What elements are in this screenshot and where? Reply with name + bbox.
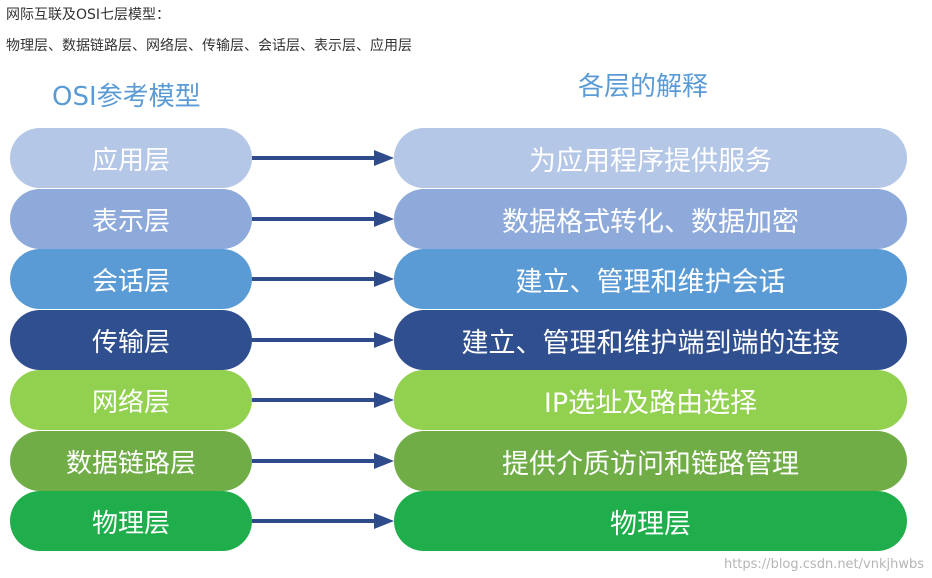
layer-name-pill: 会话层 xyxy=(10,249,252,309)
layer-row: 网络层 IP选址及路由选择 xyxy=(0,370,932,430)
layer-row: 传输层 建立、管理和维护端到端的连接 xyxy=(0,310,932,370)
layer-name-pill: 表示层 xyxy=(10,189,252,249)
arrow-right-icon xyxy=(252,513,394,529)
arrow-right-icon xyxy=(252,332,394,348)
layer-explanation-pill: 数据格式转化、数据加密 xyxy=(394,189,907,249)
arrow-right-icon xyxy=(252,211,394,227)
layer-row: 表示层 数据格式转化、数据加密 xyxy=(0,189,932,249)
osi-model-header: OSI参考模型 xyxy=(52,82,201,112)
arrow-right-icon xyxy=(252,271,394,287)
layer-name-pill: 物理层 xyxy=(10,491,252,551)
explanation-header: 各层的解释 xyxy=(578,72,709,102)
layer-name-pill: 应用层 xyxy=(10,128,252,188)
intro-layer-list: 物理层、数据链路层、网络层、传输层、会话层、表示层、应用层 xyxy=(6,38,412,54)
layer-name-pill: 网络层 xyxy=(10,370,252,430)
arrow-right-icon xyxy=(252,150,394,166)
arrow-right-icon xyxy=(252,392,394,408)
layer-name-pill: 传输层 xyxy=(10,310,252,370)
layer-explanation-pill: IP选址及路由选择 xyxy=(394,370,907,430)
layer-row: 应用层 为应用程序提供服务 xyxy=(0,128,932,188)
arrow-right-icon xyxy=(252,453,394,469)
layer-explanation-pill: 为应用程序提供服务 xyxy=(394,128,907,188)
layer-explanation-pill: 提供介质访问和链路管理 xyxy=(394,431,907,491)
layer-explanation-pill: 建立、管理和维护端到端的连接 xyxy=(394,310,907,370)
layer-row: 会话层 建立、管理和维护会话 xyxy=(0,249,932,309)
layer-explanation-pill: 建立、管理和维护会话 xyxy=(394,249,907,309)
layer-row: 数据链路层 提供介质访问和链路管理 xyxy=(0,431,932,491)
layer-explanation-pill: 物理层 xyxy=(394,491,907,551)
layer-row: 物理层 物理层 xyxy=(0,491,932,551)
watermark: https://blog.csdn.net/vnkjhwbs xyxy=(723,557,924,572)
intro-title: 网际互联及OSI七层模型： xyxy=(6,7,171,23)
layer-name-pill: 数据链路层 xyxy=(10,431,252,491)
